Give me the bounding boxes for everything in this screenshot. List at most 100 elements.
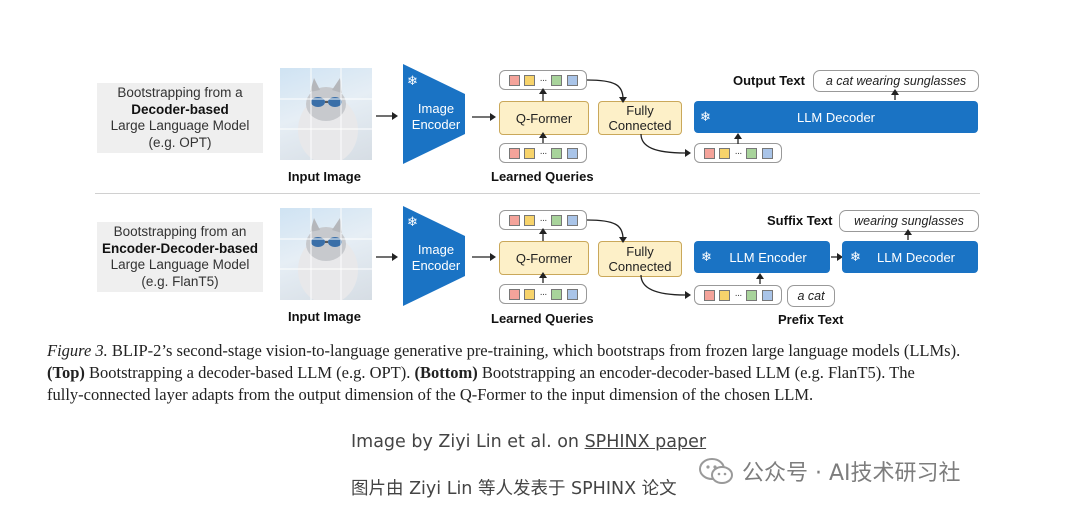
llm-encoder-frozen-icon: ❄ [701,249,712,264]
wechat-icon [699,458,733,484]
token-ellipsis: ··· [539,74,548,86]
top-arrow-decoder-to-output [891,89,899,100]
bottom-llm-decoder: LLM Decoder [842,241,978,273]
caption-line-3: fully-connected layer adapts from the ou… [47,385,814,404]
token-ellipsis: ··· [539,214,548,226]
figure-caption: Figure 3. BLIP-2’s second-stage vision-t… [47,340,1047,406]
top-input-image-label: Input Image [288,169,361,184]
token-ellipsis: ··· [539,288,548,300]
bottom-llm-input-tokens: ··· [694,285,782,305]
suffix-text-label: Suffix Text [767,213,833,228]
image-credit: Image by Ziyi Lin et al. on SPHINX paper [351,432,706,452]
suffix-text-value: wearing sunglasses [839,210,979,232]
bottom-image-encoder-label: Image Encoder [406,242,466,274]
top-image-encoder [403,64,465,164]
token-green [551,214,562,226]
token-red [508,147,520,159]
token-yellow [524,147,535,159]
bottom-arrow-encoder-to-qformer [472,253,496,261]
top-llm-decoder-label: LLM Decoder [796,109,876,125]
caption-line-1-text: BLIP-2’s second-stage vision-to-language… [107,341,961,360]
bottom-arrow-tokens-to-encoder [756,273,764,284]
token-green [746,147,757,159]
bottom-arrow-image-to-encoder [376,253,398,261]
caption-line-2-rest: Bootstrapping an encoder-decoder-based L… [477,363,915,382]
bottom-row-label-line1: Bootstrapping from an [113,224,247,239]
token-ellipsis: ··· [539,147,548,159]
token-yellow [719,147,730,159]
token-green [551,147,562,159]
bottom-row-label-line2: Encoder-Decoder-based [101,240,259,256]
image-credit-chinese: 图片由 Ziyi Lin 等人发表于 SPHINX 论文 [351,479,677,499]
top-curved-arrows [586,79,691,157]
token-blue [566,147,578,159]
llm-encoder-label: LLM Encoder [729,249,807,265]
top-row-label: Bootstrapping from a Decoder-based Large… [97,83,263,153]
token-green [746,289,757,301]
wechat-watermark: 公众号 · AI技术研习社 [698,455,961,487]
bottom-image-encoder [403,206,465,306]
top-image-encoder-label-line2: Encoder [411,117,461,132]
cat-with-sunglasses-image [280,208,372,300]
output-text-label: Output Text [733,73,805,88]
bottom-llm-decoder-label: LLM Decoder [876,249,956,265]
top-row-label-line4: (e.g. OPT) [148,134,212,150]
prefix-text-label: Prefix Text [778,312,844,327]
bottom-arrows-qformer-vertical [539,228,547,283]
row-separator [95,193,980,194]
cat-with-sunglasses-image [280,68,372,160]
top-qformer-output-tokens: ··· [499,70,587,90]
token-yellow [719,289,730,301]
caption-bottom-bold: (Bottom) [414,363,478,382]
top-fully-connected: Fully Connected [598,101,682,135]
arrow-decoder-to-suffix [904,229,912,240]
top-image-encoder-label: Image Encoder [406,101,466,133]
top-row-label-line3: Large Language Model [110,118,250,133]
top-llm-input-tokens: ··· [694,143,782,163]
caption-line-2-mid: Bootstrapping a decoder-based LLM (e.g. … [84,363,415,382]
bottom-row-label-line3: Large Language Model [110,257,250,272]
top-llm-decoder-frozen-icon: ❄ [700,109,711,124]
token-yellow [524,74,535,86]
llm-encoder: LLM Encoder [694,241,830,273]
top-arrow-encoder-to-qformer [472,113,496,121]
bottom-row-label-line4: (e.g. FlanT5) [141,273,219,289]
top-arrow-tokens-to-decoder [734,133,742,144]
token-red [508,214,520,226]
token-red [508,74,520,86]
token-blue [566,74,578,86]
arrow-encoder-to-decoder [831,253,843,261]
token-blue [566,214,578,226]
caption-figure-label: Figure 3. [47,341,108,360]
bottom-learned-queries-label: Learned Queries [491,311,594,326]
top-llm-decoder: LLM Decoder [694,101,978,133]
token-red [703,147,715,159]
top-encoder-frozen-icon: ❄ [407,73,418,88]
bottom-fully-connected-line1: Fully [626,244,654,259]
sphinx-paper-link[interactable]: SPHINX paper [584,432,707,452]
bottom-curved-arrows [586,219,691,299]
bottom-qformer: Q-Former [499,241,589,275]
bottom-image-encoder-label-line1: Image [417,242,455,257]
token-blue [761,289,773,301]
bottom-image-encoder-label-line2: Encoder [411,258,461,273]
bottom-input-image-label: Input Image [288,309,361,324]
bottom-learned-queries-tokens: ··· [499,284,587,304]
top-row-label-line1: Bootstrapping from a [117,85,243,100]
token-blue [761,147,773,159]
caption-top-bold: (Top) [47,363,85,382]
top-fully-connected-line2: Connected [608,118,672,133]
bottom-fully-connected: Fully Connected [598,241,682,277]
token-red [508,288,520,300]
top-row-label-line2: Decoder-based [131,101,229,117]
caption-line-1: Figure 3. BLIP-2’s second-stage vision-t… [47,340,1047,362]
top-input-image [280,68,372,160]
token-blue [566,288,578,300]
top-arrow-image-to-encoder [376,112,398,120]
bottom-llm-decoder-frozen-icon: ❄ [850,249,861,264]
bottom-row-label: Bootstrapping from an Encoder-Decoder-ba… [97,222,263,292]
token-green [551,74,562,86]
token-yellow [524,214,535,226]
caption-line-2: (Top) Bootstrapping a decoder-based LLM … [47,362,1047,384]
credit-prefix: Image by Ziyi Lin et al. on [351,432,585,452]
